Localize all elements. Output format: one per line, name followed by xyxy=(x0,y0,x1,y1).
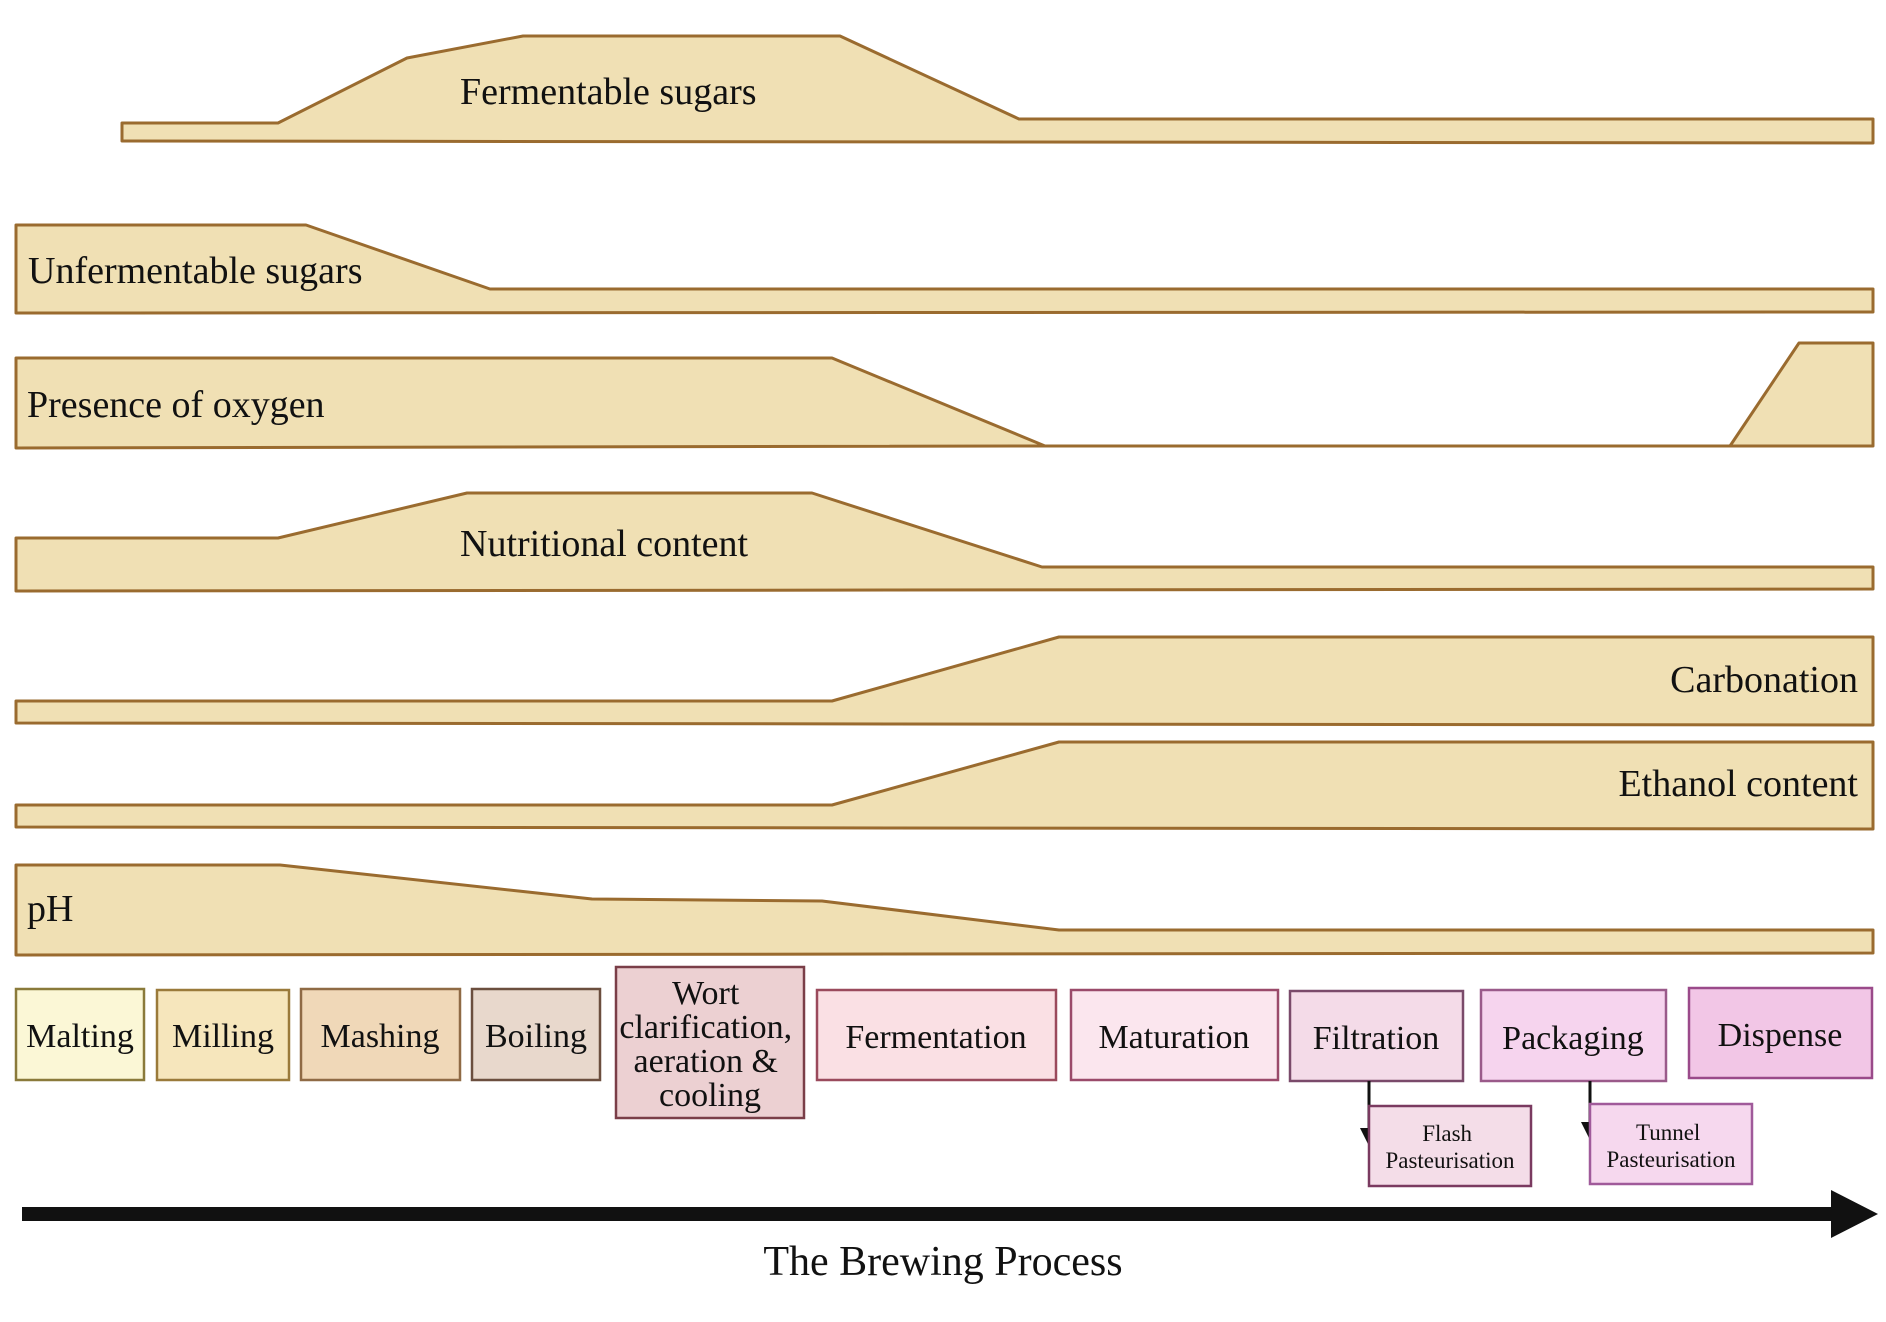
stage-packaging-box xyxy=(1479,988,1668,1083)
stage-packaging-label: Packaging xyxy=(1502,1020,1644,1057)
stage-filtration-box xyxy=(1288,989,1465,1083)
stage-fermentation: Fermentation xyxy=(815,988,1058,1082)
stage-boiling-box xyxy=(470,987,602,1082)
band-nutritional-content: Nutritional content xyxy=(14,491,1875,593)
stage-wort-box xyxy=(614,965,806,1120)
stage-dispense-box xyxy=(1687,986,1874,1080)
stage-milling: Milling xyxy=(155,988,291,1082)
band-carbonation-shape xyxy=(14,635,1875,727)
band-nutritional-content-shape xyxy=(14,491,1875,593)
stage-maturation-box xyxy=(1069,988,1280,1082)
stage-wort-label: Wort clarification, aeration & cooling xyxy=(619,975,800,1114)
band-ph-shape xyxy=(14,863,1875,957)
band-carbonation-label: Carbonation xyxy=(1670,659,1858,701)
substep-flash-pasteurisation-box xyxy=(1367,1104,1533,1188)
band-unfermentable-sugars-label: Unfermentable sugars xyxy=(28,250,363,292)
stage-malting-box xyxy=(14,987,146,1082)
substep-tunnel-pasteurisation-label: Tunnel Pasteurisation xyxy=(1606,1120,1736,1172)
stage-fermentation-label: Fermentation xyxy=(845,1019,1026,1056)
stage-maturation-label: Maturation xyxy=(1098,1019,1249,1056)
process-arrow-shaft xyxy=(22,1207,1837,1221)
band-ph: pH xyxy=(14,863,1875,957)
stage-malting: Malting xyxy=(14,987,146,1082)
stage-boiling-label: Boiling xyxy=(485,1018,587,1055)
band-fermentable-sugars-label: Fermentable sugars xyxy=(460,71,757,113)
band-presence-of-oxygen-shape xyxy=(14,341,1875,450)
process-arrow xyxy=(22,1190,1878,1238)
process-axis-label: The Brewing Process xyxy=(763,1239,1122,1285)
stage-dispense-label: Dispense xyxy=(1718,1017,1843,1054)
stage-mashing: Mashing xyxy=(299,987,462,1082)
stage-boiling: Boiling xyxy=(470,987,602,1082)
stage-mashing-box xyxy=(299,987,462,1082)
stage-malting-label: Malting xyxy=(26,1018,134,1055)
band-fermentable-sugars-shape xyxy=(120,34,1875,145)
stage-wort: Wort clarification, aeration & cooling xyxy=(614,965,806,1120)
stage-mashing-label: Mashing xyxy=(321,1018,440,1055)
band-ethanol-content-label: Ethanol content xyxy=(1618,763,1858,805)
stage-fermentation-box xyxy=(815,988,1058,1082)
band-carbonation: Carbonation xyxy=(14,635,1875,727)
substep-flash-pasteurisation: Flash Pasteurisation xyxy=(1367,1104,1533,1188)
band-ph-label: pH xyxy=(27,888,73,930)
stage-maturation: Maturation xyxy=(1069,988,1280,1082)
stage-milling-box xyxy=(155,988,291,1082)
substep-flash-pasteurisation-label: Flash Pasteurisation xyxy=(1385,1121,1515,1173)
band-unfermentable-sugars: Unfermentable sugars xyxy=(14,223,1875,315)
stage-filtration-label: Filtration xyxy=(1313,1020,1440,1057)
band-fermentable-sugars: Fermentable sugars xyxy=(120,34,1875,145)
stage-milling-label: Milling xyxy=(172,1018,274,1055)
band-ethanol-content-shape xyxy=(14,740,1875,831)
substep-tunnel-pasteurisation: Tunnel Pasteurisation xyxy=(1588,1102,1754,1186)
band-nutritional-content-label: Nutritional content xyxy=(460,523,749,565)
stage-packaging: Packaging xyxy=(1479,988,1668,1083)
stage-filtration: Filtration xyxy=(1288,989,1465,1083)
band-unfermentable-sugars-shape xyxy=(14,223,1875,315)
substep-tunnel-pasteurisation-box xyxy=(1588,1102,1754,1186)
band-presence-of-oxygen: Presence of oxygen xyxy=(14,341,1875,450)
process-arrow-head xyxy=(1831,1190,1878,1238)
band-ethanol-content: Ethanol content xyxy=(14,740,1875,831)
band-presence-of-oxygen-label: Presence of oxygen xyxy=(27,384,325,426)
stage-dispense: Dispense xyxy=(1687,986,1874,1080)
